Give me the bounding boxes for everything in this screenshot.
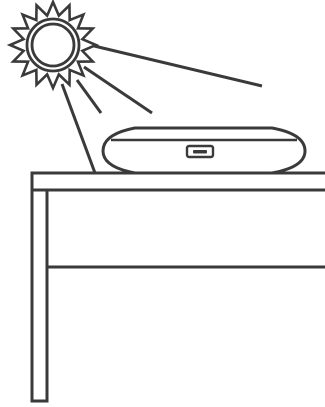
table-leg (32, 190, 47, 401)
table-top-outline (32, 173, 325, 190)
sun-ray-mid-lower (77, 80, 101, 113)
usb-port-inner (193, 150, 207, 154)
sun-icon (10, 2, 96, 88)
table-icon (32, 173, 325, 401)
sun-ray-long (90, 45, 262, 86)
sun-inner-ring (32, 24, 74, 66)
smart-hub-device-icon (103, 128, 305, 173)
